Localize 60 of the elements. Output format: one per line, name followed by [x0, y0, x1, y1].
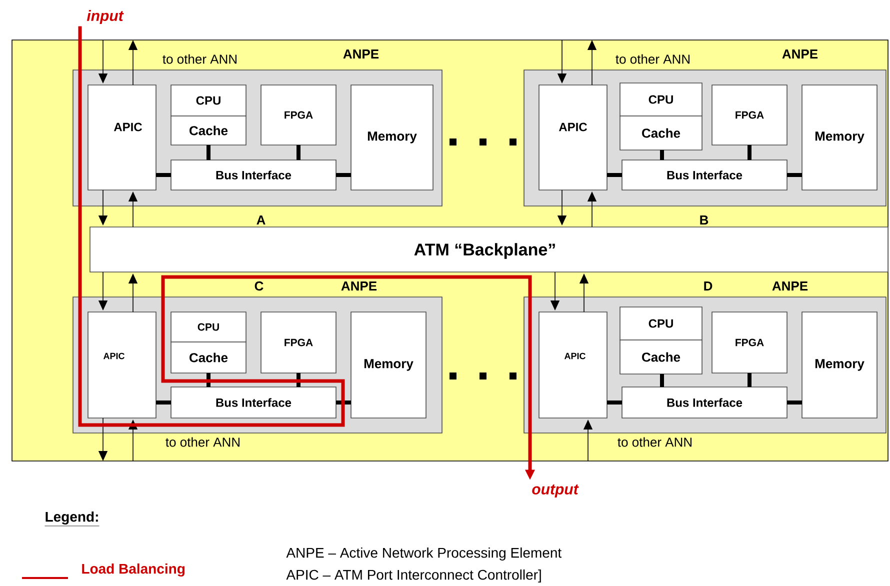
cpu-box: CPU — [620, 306, 702, 340]
cache-box: Cache — [170, 116, 246, 146]
memory-box: Memory — [350, 84, 434, 190]
element-heading: ANPE — [772, 282, 808, 290]
element-letter: B — [700, 216, 708, 224]
fpga-box: FPGA — [260, 84, 336, 146]
bus-connector — [660, 150, 664, 160]
bus-connector — [296, 145, 300, 160]
bus-connector — [336, 173, 351, 177]
arrow-label: to other ANN — [162, 54, 236, 64]
bus-connector — [156, 173, 171, 177]
cpu-box: CPU — [620, 82, 702, 116]
cache-box: Cache — [620, 340, 702, 374]
memory-box: Memory — [802, 84, 878, 190]
backplane-bar: ATM “Backplane” — [90, 226, 888, 272]
bus-connector — [787, 173, 802, 177]
bus-connector — [787, 400, 802, 404]
bus-connector — [296, 373, 300, 387]
port-controller-box: APIC — [88, 84, 156, 190]
abbreviation-note: ANPE – Active Network Processing Element — [286, 547, 562, 561]
bus-interface-box: Bus Interface — [170, 386, 336, 418]
bus-interface-box: Bus Interface — [170, 160, 336, 190]
element-letter: C — [254, 281, 264, 291]
cache-box: Cache — [620, 116, 702, 150]
port-controller-box: APIC — [88, 312, 156, 418]
legend-heading: Legend: — [44, 511, 100, 526]
port-controller-box: APIC — [538, 312, 608, 418]
cpu-box: CPU — [170, 312, 246, 342]
bus-connector — [206, 373, 210, 387]
bus-connector — [206, 145, 210, 160]
bus-connector — [607, 173, 622, 177]
memory-box: Memory — [802, 312, 878, 418]
legend-label: Load Balancing — [82, 563, 184, 577]
arrow-label: to other ANN — [618, 437, 692, 447]
bus-connector — [336, 400, 351, 404]
fpga-box: FPGA — [712, 312, 788, 374]
element-heading: ANPE — [343, 50, 379, 58]
bus-interface-box: Bus Interface — [622, 386, 788, 418]
element-heading: ANPE — [782, 50, 818, 58]
abbreviation-note: APIC – ATM Port Interconnect Controller] — [286, 569, 541, 583]
input-label: input — [86, 10, 124, 24]
fpga-box: FPGA — [712, 84, 788, 146]
cpu-box: CPU — [170, 84, 246, 116]
bus-connector — [607, 400, 622, 404]
load-balancing-path — [78, 26, 535, 480]
element-heading: ANPE — [341, 282, 377, 290]
bus-connector — [156, 400, 171, 404]
port-controller-box: APIC — [538, 84, 608, 190]
output-label: output — [532, 484, 579, 498]
fpga-box: FPGA — [260, 312, 336, 374]
bus-interface-box: Bus Interface — [622, 160, 788, 190]
bus-connector — [748, 145, 752, 160]
bus-connector — [748, 373, 752, 387]
bus-connector — [660, 374, 664, 387]
arrow-label: to other ANN — [616, 54, 690, 64]
cache-box: Cache — [170, 342, 246, 374]
element-letter: A — [256, 216, 266, 224]
arrow-label: to other ANN — [166, 437, 240, 447]
memory-box: Memory — [350, 312, 426, 418]
element-letter: D — [704, 282, 712, 290]
